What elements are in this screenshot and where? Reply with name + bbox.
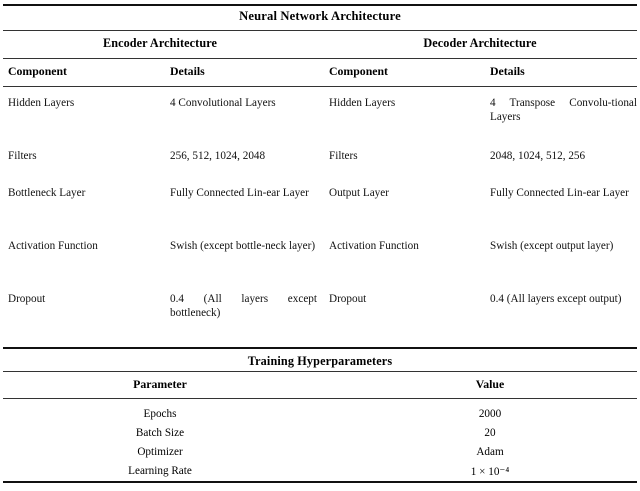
table-cell-encoder-component: Activation Function (8, 240, 98, 252)
hyperparameter-name: Optimizer (137, 446, 183, 458)
table-cell-encoder-details: 256, 512, 1024, 2048 (170, 150, 266, 162)
rule-top (3, 4, 637, 7)
hyperparameter-value: 20 (484, 427, 496, 439)
hyperparameter-name: Batch Size (135, 427, 185, 439)
table-cell-encoder-component: Dropout (8, 293, 46, 305)
table-cell-encoder-component: Filters (8, 150, 37, 162)
column-header-decoder-component: Component (329, 64, 388, 78)
table-cell-decoder-details: 2048, 1024, 512, 256 (490, 150, 586, 162)
section-header-hyperparameters: Training Hyperparameters (247, 354, 393, 368)
rule-under-hyperparameters-columns (3, 398, 637, 400)
hyperparameter-name: Epochs (143, 408, 177, 420)
page-title: Neural Network Architecture (239, 9, 401, 23)
table-cell-decoder-details: Fully Connected Lin-ear Layer (490, 187, 629, 199)
section-header-decoder: Decoder Architecture (423, 36, 537, 50)
rule-under-title (3, 30, 637, 32)
rule-bottom (3, 481, 637, 484)
hyperparameter-value: 2000 (478, 408, 502, 420)
table-cell-decoder-component: Output Layer (329, 187, 389, 199)
rule-under-hyperparameters-header (3, 371, 637, 373)
section-header-encoder: Encoder Architecture (102, 36, 218, 50)
table-cell-decoder-component: Activation Function (329, 240, 419, 252)
table-cell-encoder-component: Bottleneck Layer (8, 187, 86, 199)
column-header-value: Value (475, 377, 505, 391)
table-cell-encoder-details: Swish (except bottle-neck layer) (170, 240, 316, 252)
table-cell-decoder-component: Dropout (329, 293, 367, 305)
rule-hyperparameters-top (3, 347, 637, 350)
table-cell-decoder-details: 4 Transpose Convolu-tional Layers (490, 97, 637, 124)
table-cell-decoder-details: 0.4 (All layers except output) (490, 293, 622, 305)
table-cell-encoder-component: Hidden Layers (8, 97, 75, 109)
column-header-encoder-component: Component (8, 64, 67, 78)
table-cell-encoder-details: 4 Convolutional Layers (170, 97, 276, 109)
hyperparameter-name: Learning Rate (128, 465, 192, 477)
table-cell-decoder-details: Swish (except output layer) (490, 240, 614, 252)
column-header-parameter: Parameter (133, 377, 187, 391)
table-cell-encoder-details: Fully Connected Lin-ear Layer (170, 187, 309, 199)
column-header-decoder-details: Details (490, 64, 525, 78)
table-cell-decoder-component: Filters (329, 150, 358, 162)
table-cell-encoder-details: 0.4 (All layers except bottleneck) (170, 293, 317, 320)
rule-under-column-headers (3, 86, 637, 88)
rule-under-section-headers (3, 58, 637, 60)
hyperparameter-value: Adam (476, 446, 504, 458)
table-cell-decoder-component: Hidden Layers (329, 97, 396, 109)
column-header-encoder-details: Details (170, 64, 205, 78)
hyperparameter-value: 1 × 10⁻⁴ (470, 466, 510, 478)
